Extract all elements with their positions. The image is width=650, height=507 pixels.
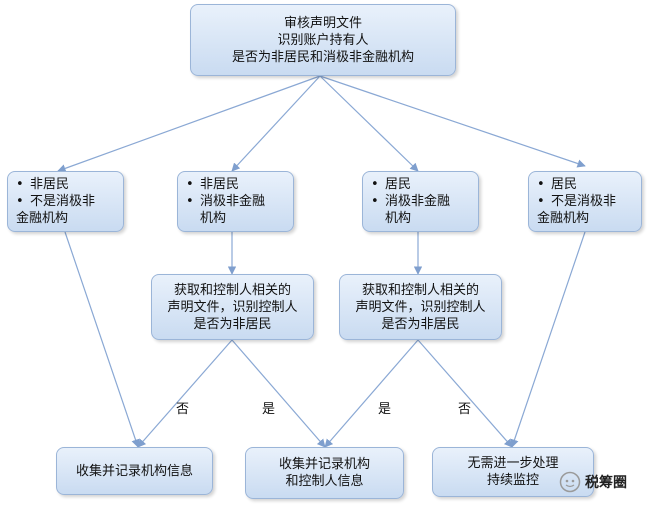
check-2-line-2: 声明文件，识别控制人 [355, 299, 486, 315]
category-node-2: 非居民 消极非金融 机构 [177, 171, 294, 232]
root-line-1: 审核声明文件 [283, 15, 362, 31]
edge-root-cat1 [57, 75, 321, 173]
category-1-bullet-2-cont: 金融机构 [16, 211, 69, 226]
category-2-bullet-1: 非居民 [186, 176, 287, 193]
category-node-3: 居民 消极非金融 机构 [362, 171, 479, 232]
edge-check2-no [417, 339, 513, 448]
wechat-icon [559, 471, 581, 493]
edge-check2-yes [324, 339, 419, 448]
edge-label-yes-left: 是 [262, 402, 276, 417]
root-line-2: 识别账户持有人 [277, 32, 369, 48]
category-2-bullet-2: 消极非金融 [186, 193, 287, 210]
category-node-1: 非居民 不是消极非 金融机构 [7, 171, 124, 232]
edge-root-cat2 [231, 75, 321, 172]
outcome-2-line-1: 收集并记录机构 [278, 457, 370, 472]
check-1-line-2: 声明文件，识别控制人 [167, 299, 298, 315]
check-2-line-1: 获取和控制人相关的 [361, 282, 479, 298]
edge-root-cat4 [319, 75, 586, 168]
category-3-bullet-1: 居民 [371, 176, 472, 193]
root-node: 审核声明文件 识别账户持有人 是否为非居民和消极非金融机构 [190, 4, 456, 76]
category-1-bullet-2: 不是消极非 [16, 193, 117, 210]
outcome-1-line-1: 收集并记录机构信息 [75, 463, 193, 479]
edge-root-cat3 [319, 75, 419, 172]
category-3-bullet-2: 消极非金融 [371, 193, 472, 210]
outcome-node-1: 收集并记录机构信息 [56, 447, 213, 495]
check-node-1: 获取和控制人相关的 声明文件，识别控制人 是否为非居民 [151, 274, 314, 340]
category-2-bullet-2-cont: 机构 [200, 211, 227, 226]
category-node-4: 居民 不是消极非 金融机构 [528, 171, 642, 232]
check-1-line-1: 获取和控制人相关的 [173, 282, 291, 298]
outcome-node-2: 收集并记录机构 和控制人信息 [245, 447, 404, 499]
check-1-line-3: 是否为非居民 [193, 316, 272, 332]
category-4-bullet-2: 不是消极非 [537, 193, 635, 210]
outcome-3-line-2: 持续监控 [486, 473, 539, 488]
category-4-bullet-1: 居民 [537, 176, 635, 193]
edge-check1-yes [231, 339, 326, 448]
root-line-3: 是否为非居民和消极非金融机构 [231, 49, 414, 65]
edge-cat1-out1 [64, 231, 140, 448]
outcome-node-3: 无需进一步处理 持续监控 [432, 447, 594, 497]
edge-label-yes-right: 是 [378, 402, 392, 417]
edge-label-no-left: 否 [176, 402, 190, 417]
category-4-bullet-2-cont: 金融机构 [537, 211, 590, 226]
edge-check1-no [137, 339, 233, 448]
outcome-3-line-1: 无需进一步处理 [467, 456, 559, 471]
watermark: 税筹圈 [559, 470, 627, 494]
check-2-line-3: 是否为非居民 [381, 316, 460, 332]
edge-cat4-out3 [510, 231, 586, 448]
check-node-2: 获取和控制人相关的 声明文件，识别控制人 是否为非居民 [339, 274, 502, 340]
category-3-bullet-2-cont: 机构 [385, 211, 412, 226]
edge-label-no-right: 否 [458, 402, 472, 417]
outcome-2-line-2: 和控制人信息 [285, 474, 364, 489]
watermark-text: 税筹圈 [585, 475, 627, 491]
category-1-bullet-1: 非居民 [16, 176, 117, 193]
